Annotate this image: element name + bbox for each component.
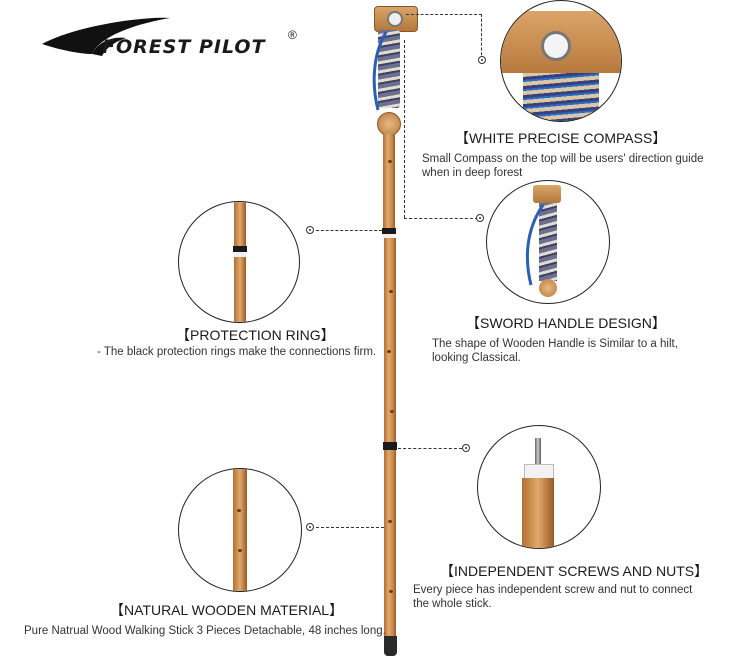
handle-detail-circle: [486, 180, 610, 304]
ring-callout-dot: [306, 226, 314, 234]
compass-icon: [541, 31, 571, 61]
handle-detail-guard: [539, 279, 557, 297]
material-title: 【NATURAL WOODEN MATERIAL】: [110, 602, 344, 618]
compass-callout-dot: [478, 56, 486, 64]
stick-guard-disc: [377, 112, 401, 136]
ring-detail-black-ring: [233, 246, 247, 252]
handle-detail-strap-icon: [525, 204, 545, 286]
compass-leader-line: [406, 14, 482, 15]
ring-title: 【PROTECTION RING】: [176, 327, 335, 343]
wood-knot: [387, 350, 391, 353]
wood-knot: [389, 290, 393, 293]
wood-knot: [390, 410, 394, 413]
material-detail-circle: [178, 468, 302, 592]
material-leader-line: [316, 527, 384, 528]
wood-knot: [389, 590, 393, 593]
handle-leader-vertical: [404, 40, 405, 218]
compass-detail-circle: [500, 0, 622, 122]
screws-description: Every piece has independent screw and nu…: [413, 584, 693, 610]
material-detail-shaft: [233, 469, 247, 591]
stick-rubber-tip: [384, 636, 397, 656]
handle-description: The shape of Wooden Handle is Similar to…: [432, 338, 678, 364]
stick-strap-icon: [372, 31, 388, 111]
stick-lower-shaft: [384, 450, 396, 636]
wood-knot: [238, 549, 242, 552]
logo-swoosh-icon: [42, 17, 170, 56]
wood-knot: [388, 520, 392, 523]
stick-white-band: [383, 234, 395, 238]
screws-callout-dot: [462, 444, 470, 452]
compass-description: Small Compass on the top will be users' …: [422, 153, 704, 179]
stick-middle-shaft: [384, 238, 396, 444]
stick-wrapped-grip: [378, 30, 400, 108]
screw-bolt-icon: [535, 438, 541, 466]
wood-knot: [237, 509, 241, 512]
ring-detail-shaft: [234, 202, 246, 322]
wood-knot: [388, 160, 392, 163]
material-description: Pure Natrual Wood Walking Stick 3 Pieces…: [24, 625, 386, 637]
screws-title: 【INDEPENDENT SCREWS AND NUTS】: [440, 563, 709, 579]
compass-leader-line-vertical: [481, 14, 482, 60]
compass-wrap-grip: [523, 73, 599, 121]
screws-detail-circle: [477, 425, 601, 549]
ring-detail-white-band: [234, 252, 246, 257]
ring-description: - The black protection rings make the co…: [97, 346, 377, 358]
compass-title: 【WHITE PRECISE COMPASS】: [455, 130, 667, 146]
screws-detail-wood: [522, 478, 554, 548]
brand-name: FOREST PILOT: [102, 36, 266, 58]
stick-protection-ring-2: [383, 442, 397, 450]
stick-protection-ring-1: [382, 228, 396, 234]
material-callout-dot: [306, 523, 314, 531]
stick-upper-shaft: [383, 134, 395, 230]
handle-title: 【SWORD HANDLE DESIGN】: [466, 315, 666, 331]
screws-leader-line: [398, 448, 462, 449]
brand-logo: FOREST PILOT ®: [40, 14, 310, 66]
ring-leader-line: [316, 230, 382, 231]
handle-detail-knob: [533, 185, 561, 203]
registered-mark: ®: [288, 28, 297, 42]
handle-detail-wrap: [539, 203, 557, 281]
stick-compass-icon: [387, 11, 403, 27]
handle-callout-dot: [476, 214, 484, 222]
handle-leader-line: [404, 218, 478, 219]
ring-detail-circle: [178, 201, 300, 323]
